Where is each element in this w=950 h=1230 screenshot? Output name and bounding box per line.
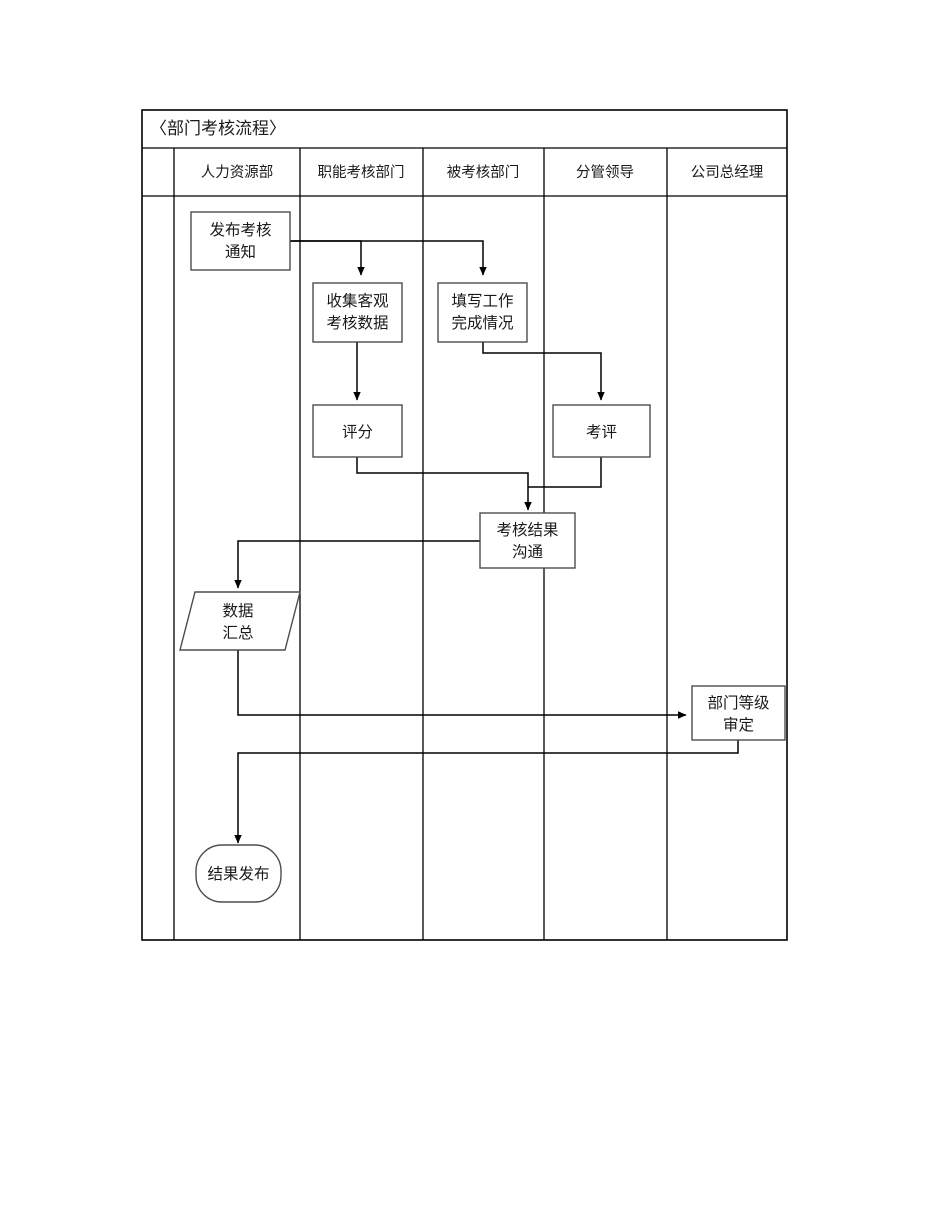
node-label-line-2: 考核数据 bbox=[326, 314, 388, 332]
connector-n7-to-n8 bbox=[237, 650, 687, 719]
node-label-line-1: 评分 bbox=[342, 423, 373, 441]
node-label-line-2: 汇总 bbox=[222, 624, 253, 642]
connector-layer bbox=[234, 240, 739, 844]
node-collect-objective-data[interactable]: 收集客观 考核数据 bbox=[312, 282, 403, 343]
node-result-communication[interactable]: 考核结果 沟通 bbox=[479, 512, 576, 569]
connector-n5-to-n6 bbox=[528, 457, 602, 488]
node-fill-work-completion[interactable]: 填写工作 完成情况 bbox=[437, 282, 528, 343]
node-evaluation[interactable]: 考评 bbox=[552, 404, 651, 458]
node-label-line-1: 考核结果 bbox=[496, 521, 558, 539]
node-label-line-2: 沟通 bbox=[512, 543, 544, 561]
node-result-publication[interactable]: 结果发布 bbox=[195, 844, 282, 903]
node-label-line-1: 收集客观 bbox=[326, 292, 388, 310]
node-label-line-2: 完成情况 bbox=[451, 314, 513, 332]
node-label-line-2: 通知 bbox=[225, 243, 256, 261]
node-label-line-1: 结果发布 bbox=[207, 865, 269, 883]
node-scoring[interactable]: 评分 bbox=[312, 404, 403, 458]
lane-header-hr: 人力资源部 bbox=[201, 164, 274, 181]
node-label-line-1: 考评 bbox=[586, 423, 617, 441]
table-frame bbox=[141, 109, 788, 941]
node-label-line-1: 填写工作 bbox=[451, 292, 513, 310]
node-publish-assessment-notice[interactable]: 发布考核 通知 bbox=[190, 211, 291, 271]
diagram-title: 〈部门考核流程〉 bbox=[150, 119, 286, 138]
connector-n6-to-n7 bbox=[234, 540, 480, 589]
connector-n3-to-n5 bbox=[482, 342, 605, 401]
connector-n4-to-n6 bbox=[356, 457, 532, 511]
lane-header-row: 人力资源部 职能考核部门 被考核部门 分管领导 公司总经理 bbox=[201, 164, 764, 181]
lane-dividers bbox=[173, 148, 668, 940]
node-label-line-2: 审定 bbox=[723, 716, 754, 734]
node-label-line-1: 部门等级 bbox=[707, 694, 769, 712]
connector-n8-to-n9 bbox=[234, 740, 739, 844]
lane-header-functional-dept: 职能考核部门 bbox=[318, 164, 405, 181]
node-label-line-1: 数据 bbox=[222, 602, 253, 620]
lane-header-supervising-leader: 分管领导 bbox=[576, 164, 634, 181]
node-department-grade-approval[interactable]: 部门等级 审定 bbox=[691, 685, 786, 741]
node-label-line-1: 发布考核 bbox=[209, 221, 271, 239]
connector-n1-to-n3 bbox=[290, 240, 487, 276]
lane-header-general-manager: 公司总经理 bbox=[691, 164, 764, 181]
node-data-summary[interactable]: 数据 汇总 bbox=[179, 591, 301, 651]
lane-header-assessed-dept: 被考核部门 bbox=[447, 164, 520, 181]
